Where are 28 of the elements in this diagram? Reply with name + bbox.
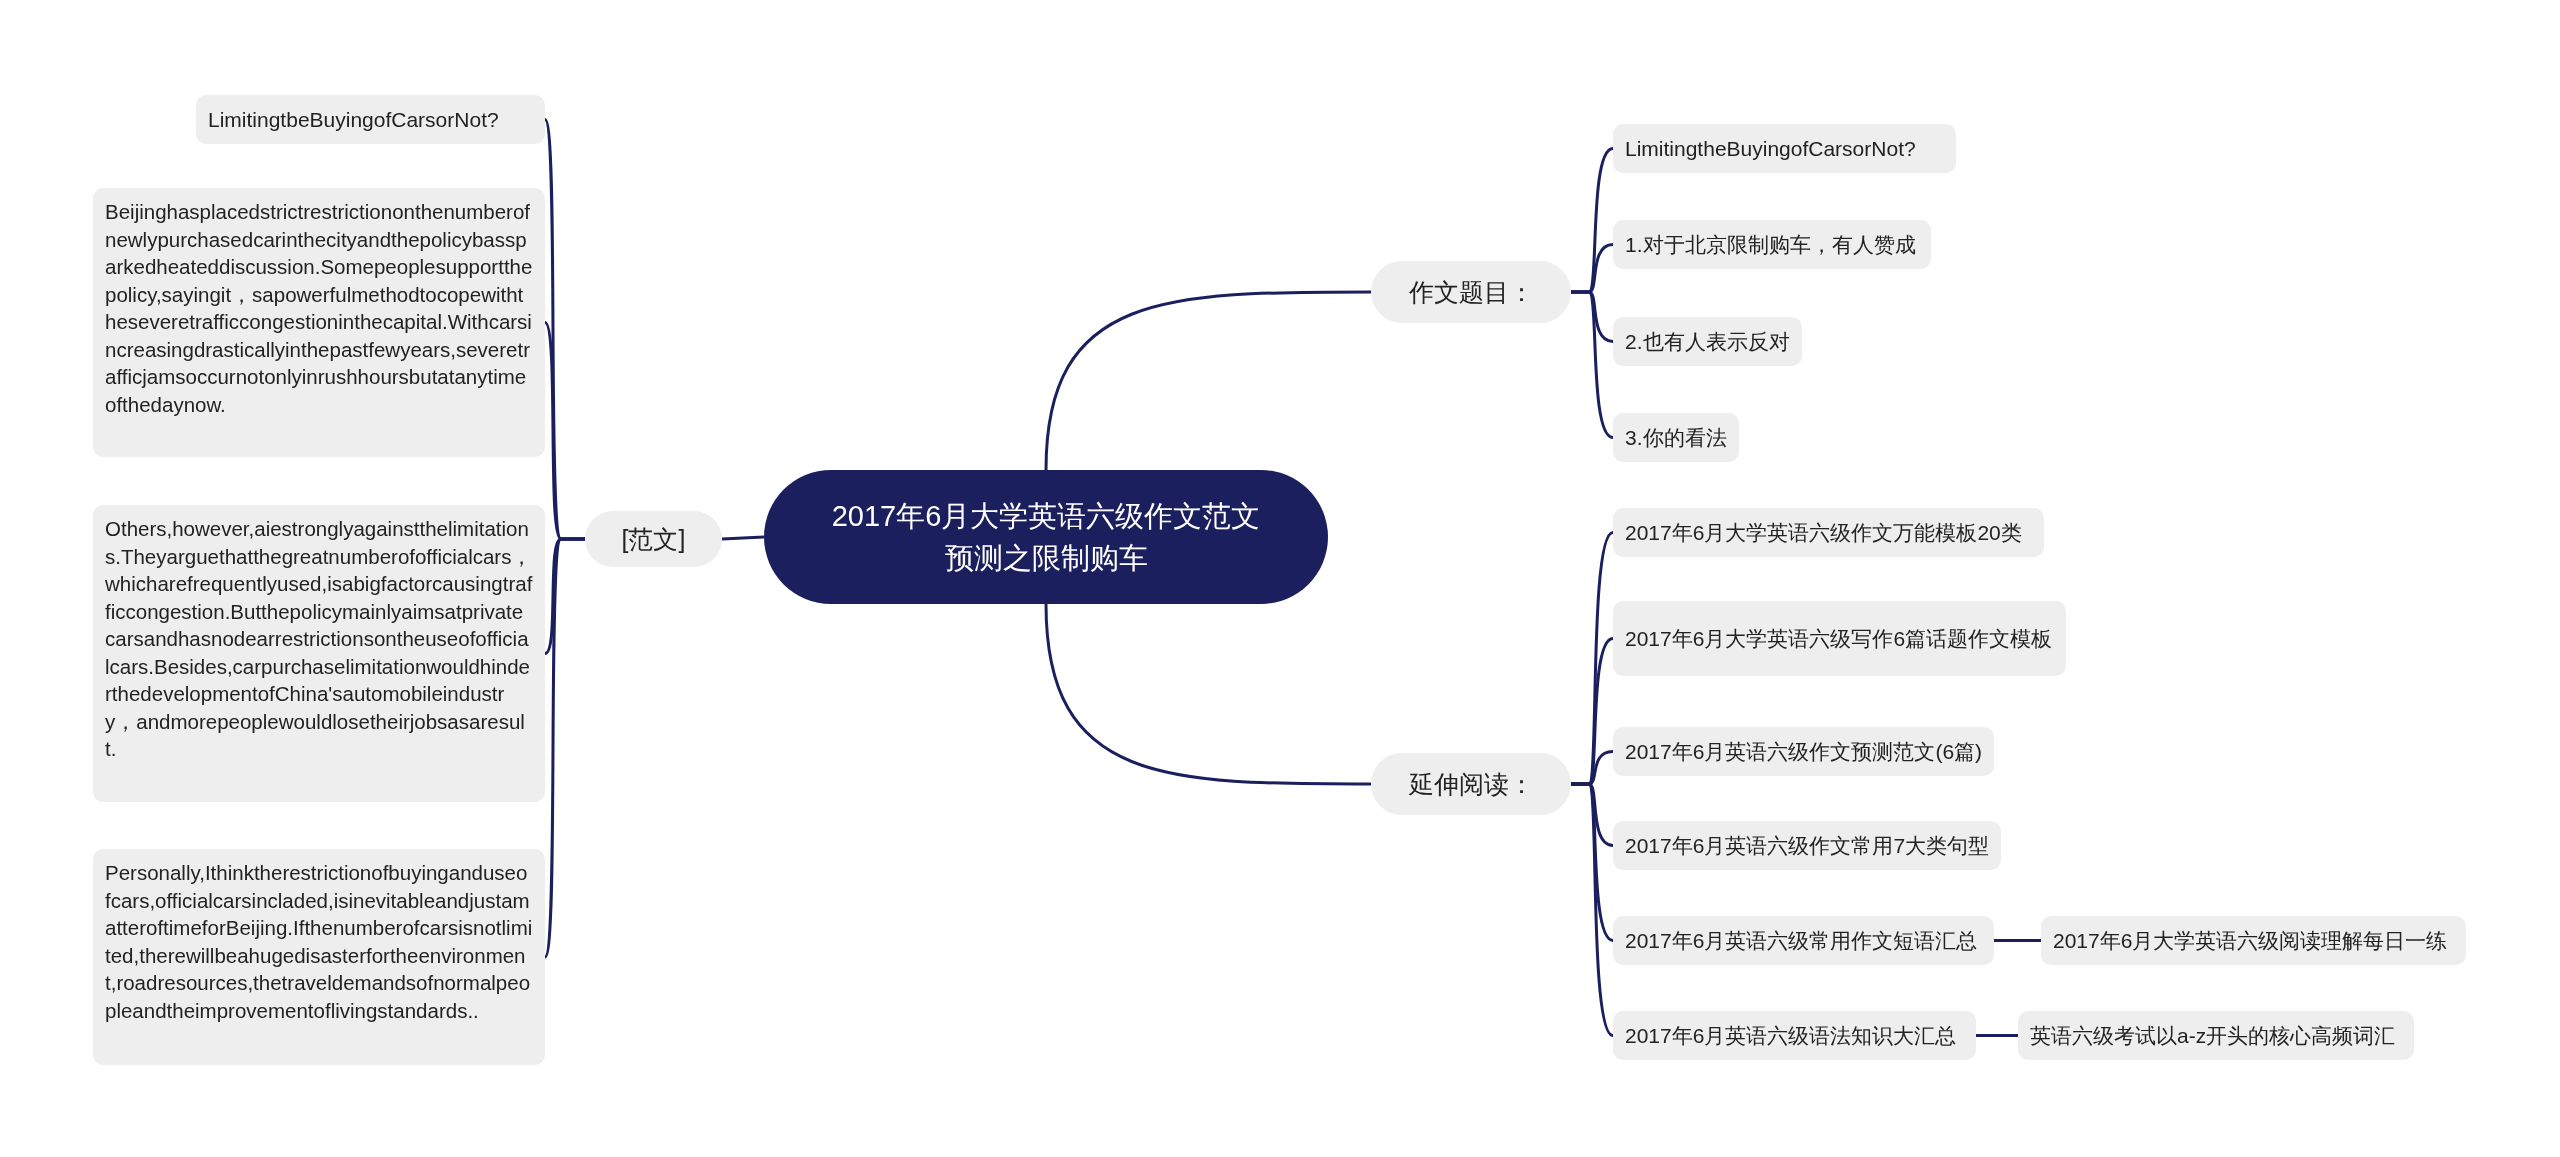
topic-box: 延伸阅读： [1371, 753, 1571, 815]
subtopic-box: 2017年6月英语六级常用作文短语汇总 [1613, 916, 1994, 965]
connector [543, 537, 585, 958]
connector [1976, 1034, 2018, 1037]
topic-box: [范文] [585, 511, 722, 567]
subtopic-box: LimitingtbeBuyingofCarsorNot? [196, 95, 545, 144]
subtopic-box: 英语六级考试以a-z开头的核心高频词汇 [2018, 1011, 2414, 1060]
connector [1994, 939, 2041, 942]
connector [1571, 290, 1614, 439]
topic-box: 作文题目： [1371, 261, 1571, 323]
subtopic-box: 2017年6月大学英语六级作文万能模板20类 [1613, 508, 2044, 557]
subtopic-box: 2.也有人表示反对 [1613, 317, 1802, 366]
connector [1044, 290, 1371, 471]
subtopic-box: 2017年6月英语六级作文常用7大类句型 [1613, 821, 2002, 870]
paragraph-box: Beijinghasplacedstrictrestrictiononthenumberofnewlypurchasedcarinthecityandthepolicybassparkedheateddiscussion.Somepeoplesupportthepolicy,sayingit，sapowerfulmethodtocopewiththeseveretrafficcongestioninthecapital.Withcarsincreasingdrasticallyinthepastfewyears,severetrafficjamsoccurnotonlyinrushhoursbutatanytimeofthedaynow. [93, 188, 545, 457]
connector [721, 535, 765, 541]
connector [1044, 603, 1371, 786]
subtopic-box: LimitingtheBuyingofCarsorNot? [1613, 124, 1956, 173]
subtopic-box: 2017年6月大学英语六级写作6篇话题作文模板 [1613, 601, 2066, 676]
subtopic-box: 2017年6月英语六级作文预测范文(6篇) [1613, 727, 1995, 776]
central-topic: 2017年6月大学英语六级作文范文预测之限制购车 [764, 470, 1328, 604]
subtopic-box: 2017年6月大学英语六级阅读理解每日一练 [2041, 916, 2466, 965]
subtopic-box: 1.对于北京限制购车，有人赞成 [1613, 220, 1931, 269]
paragraph-box: Personally,Ithinktherestrictionofbuyinganduseofcars,officialcarsincladed,isinevitableandjustamatteroftimeforBeijing.Ifthenumberofcarsisnotlimited,therewillbeahugedisasterfortheenvironment,roadresources,thetraveldemandsofnormalpeopleandtheimprovementoflivingstandards.. [93, 849, 545, 1065]
paragraph-box: Others,however,aiestronglyagainstthelimitations.Theyarguethatthegreatnumberofofficialcars，whicharefrequentlyused,isabigfactorcausingtrafficcongestion.Butthepolicymainlyaimsatprivatecarsandhasnodearrestrictionsontheuseofofficialcars.Besides,carpurchaselimitationwouldhinderthedevelopmentofChina'sautomobileindustry，andmorepeoplewouldlosetheirjobsasaresult. [93, 505, 545, 802]
subtopic-box: 3.你的看法 [1613, 413, 1739, 462]
subtopic-box: 2017年6月英语六级语法知识大汇总 [1613, 1011, 1976, 1060]
connector [1571, 782, 1614, 1037]
